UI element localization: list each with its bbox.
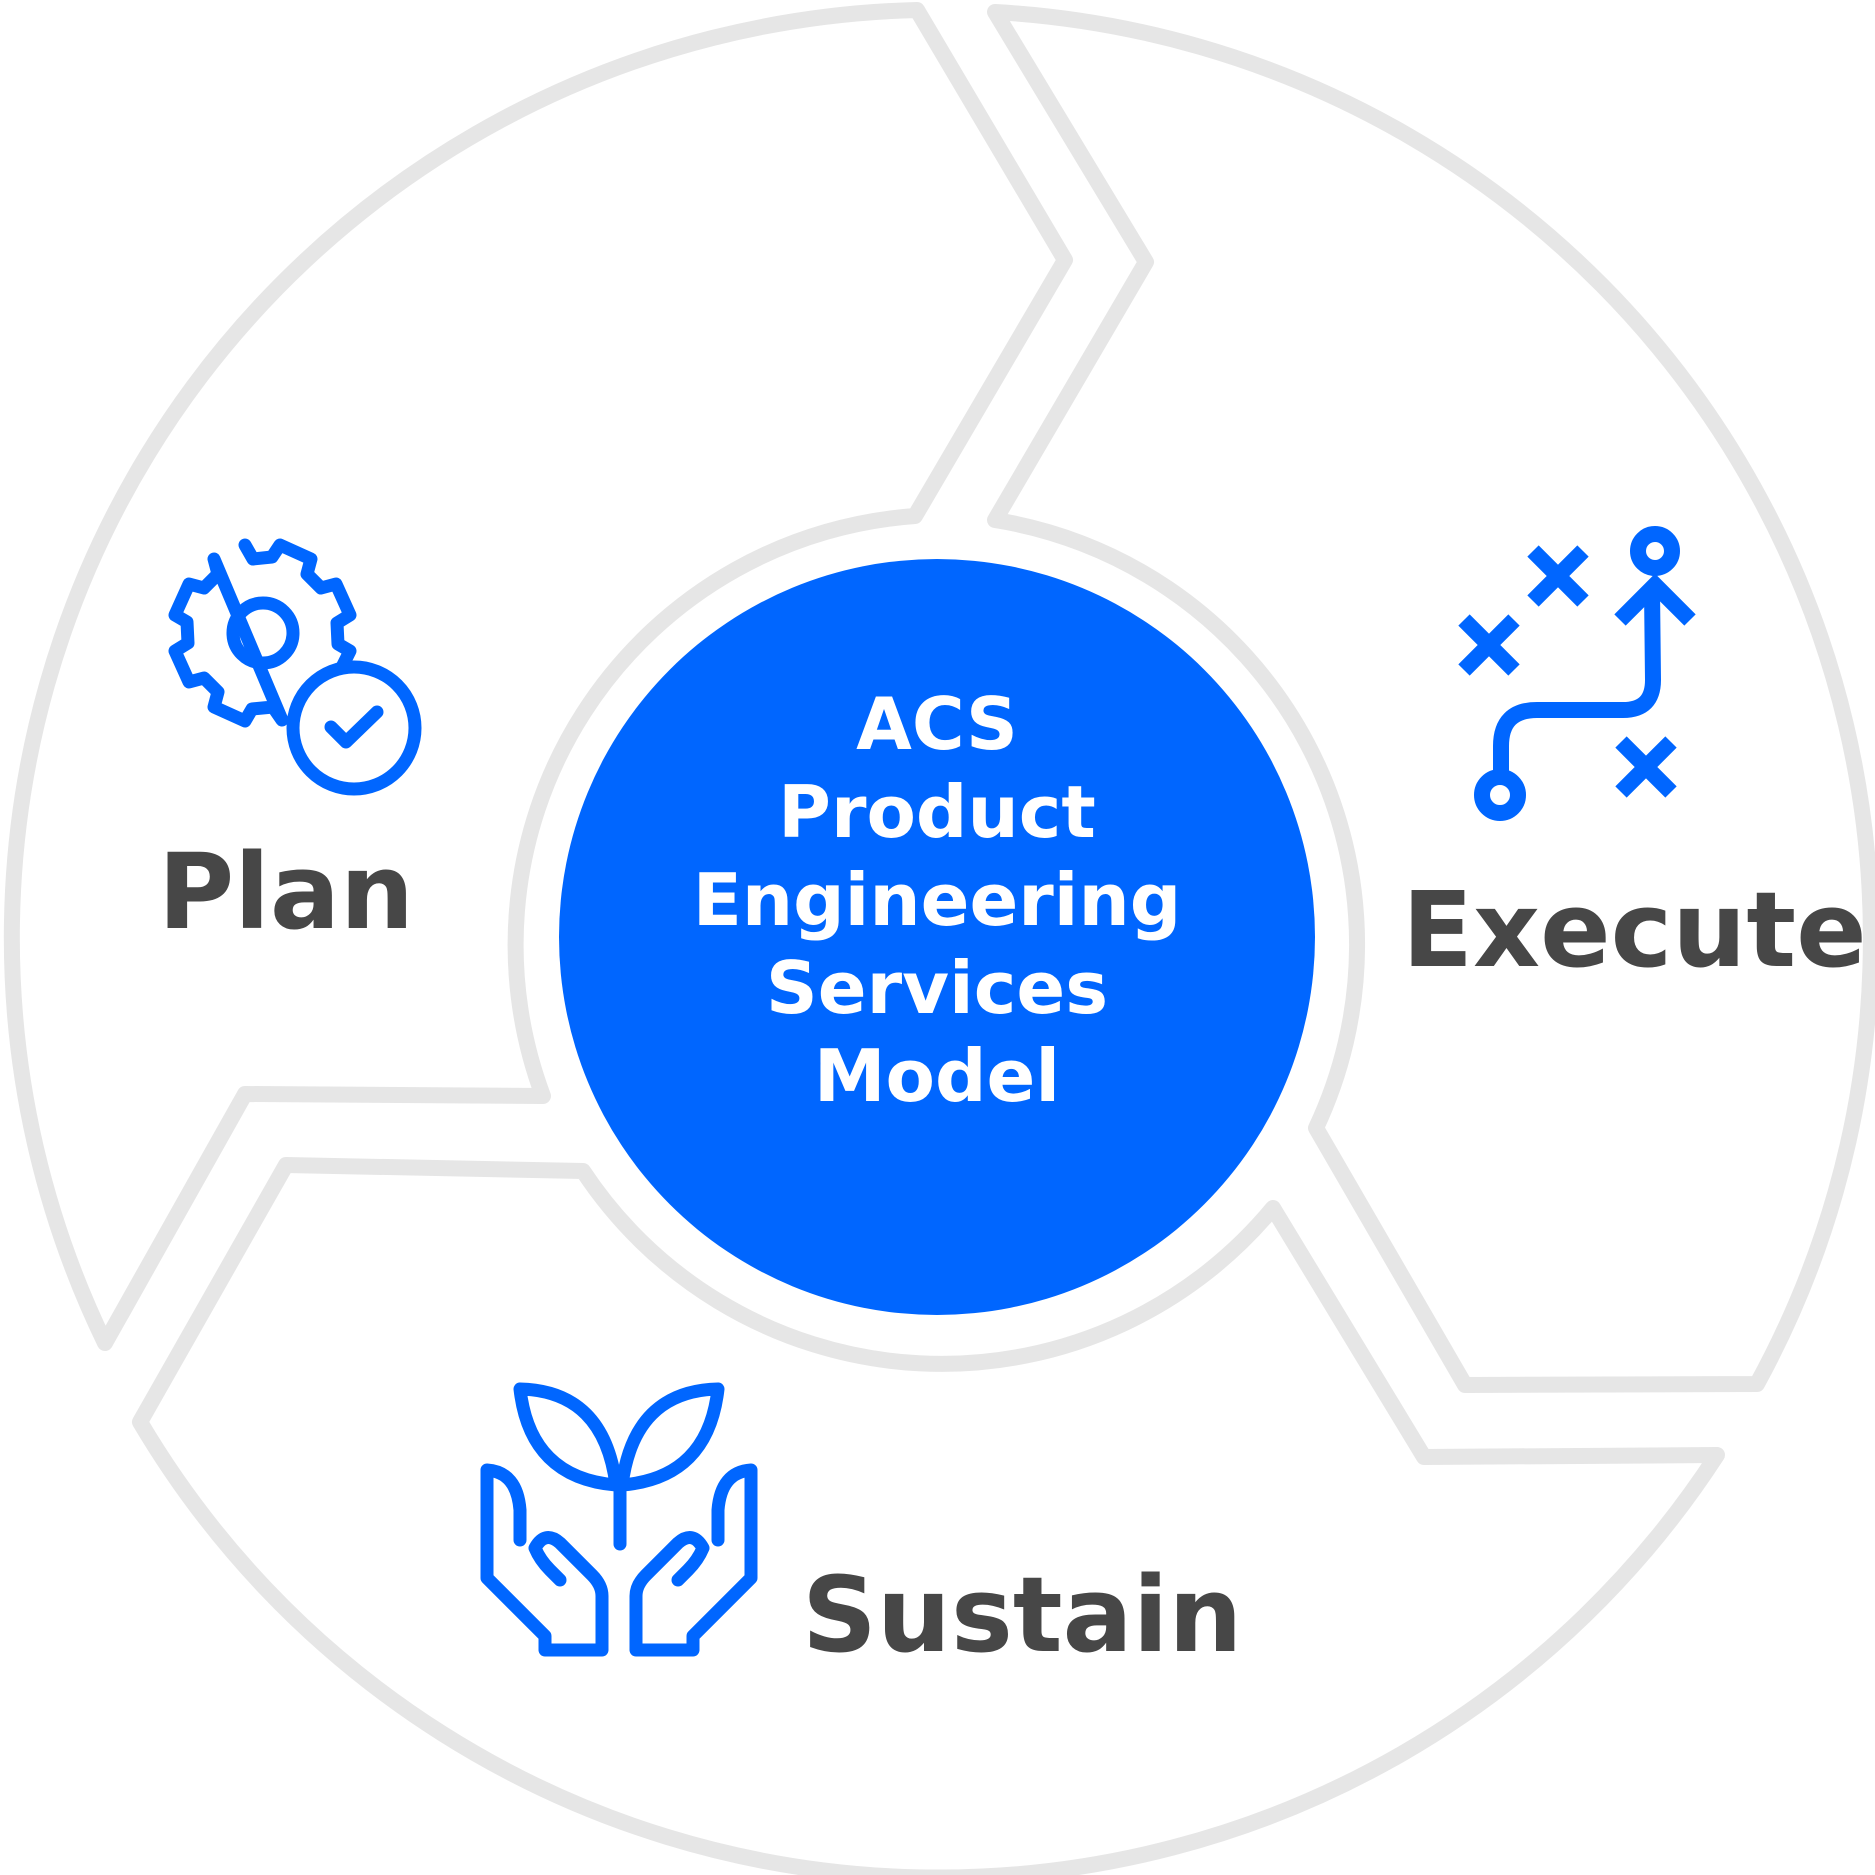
segment-label-execute: Execute [1402,869,1867,991]
strategy-path-icon [1458,526,1696,821]
segment-label-plan: Plan [158,831,415,953]
center-title-line: Services [765,946,1109,1030]
gear-check-icon [168,538,422,796]
plan-segment-outline [3,2,1073,1351]
center-title-line: Product [778,770,1096,854]
center-title-line: Engineering [692,858,1182,942]
sustain-segment-outline [132,1157,1725,1875]
center-title: ACS Product Engineering Services Model [560,680,1314,1120]
center-title-line: Model [813,1034,1061,1118]
center-circle [559,559,1315,1315]
execute-segment-outline [987,4,1875,1393]
hands-plant-icon [480,1382,758,1657]
center-title-line: ACS [856,682,1018,766]
segment-label-sustain: Sustain [802,1554,1243,1676]
